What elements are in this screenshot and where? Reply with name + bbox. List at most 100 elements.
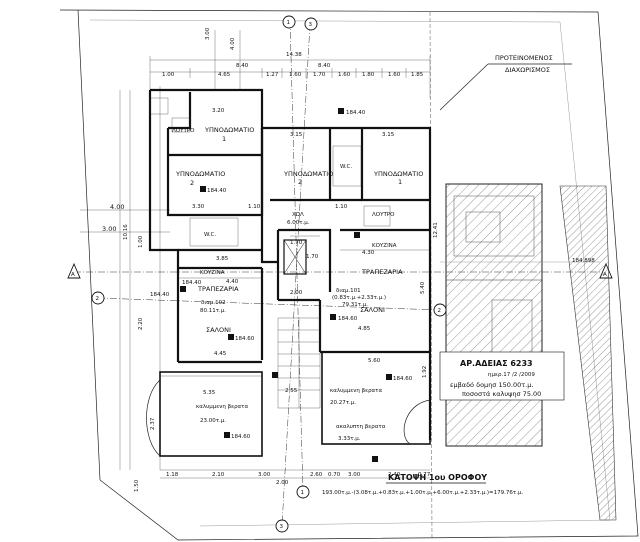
svg-text:ΥΠΝΟΔΩΜΑΤΙΟ: ΥΠΝΟΔΩΜΑΤΙΟ [175,170,225,178]
svg-text:W.C.: W.C. [204,232,216,238]
svg-text:ακαλυπτη βερατα: ακαλυπτη βερατα [336,424,386,430]
left-dimensions [80,86,170,470]
svg-text:4.40: 4.40 [226,279,239,285]
svg-text:184.40: 184.40 [207,188,227,194]
dim-840-b: 8.40 [318,63,331,69]
interior-dimensions: 3.20 3.15 3.15 3.30 4.30 3.85 4.40 4.45 … [192,108,426,396]
plot-boundary [59,9,639,541]
partition-leader [439,63,489,111]
axis-marker-3-top: 3 [304,17,318,31]
axis-line-1 [289,19,304,493]
dim-400-left: 4.00 [110,203,124,211]
interior-lines [149,97,430,479]
svg-text:1: 1 [222,135,226,143]
svg-text:2: 2 [96,296,100,302]
svg-text:3: 3 [309,22,313,28]
level-ext: 184.898 [572,258,595,264]
svg-text:διαμ.101: διαμ.101 [336,288,361,294]
svg-text:1.50: 1.50 [134,479,140,492]
axis-marker-2-left: 2 [91,291,105,305]
svg-text:3.00: 3.00 [258,472,271,478]
svg-text:2.00: 2.00 [276,480,289,486]
room-labels: ΛΟΥΤΡΟ ΥΠΝΟΔΩΜΑΤΙΟ 1 ΥΠΝΟΔΩΜΑΤΙΟ 2 ΥΠΝΟΔ… [172,126,423,442]
svg-text:Α: Α [71,272,75,278]
axis-line-2 [97,297,441,311]
svg-text:ΥΠΝΟΔΩΜΑΤΙΟ: ΥΠΝΟΔΩΜΑΤΙΟ [373,170,423,178]
area-formula: 193.00τ.μ.-(3.08τ.μ.+0.83τ.μ.+1.00τ.μ.+6… [322,490,523,496]
svg-text:1: 1 [301,490,305,496]
stair-core [283,239,307,275]
dim-400-top: 4.00 [230,37,236,50]
svg-text:2.55: 2.55 [285,388,298,394]
svg-text:184.40: 184.40 [182,280,202,286]
svg-text:1.60: 1.60 [388,72,401,78]
axis-marker-1-top: 1 [282,15,296,29]
svg-text:184.60: 184.60 [338,316,358,322]
svg-text:79.31τ.μ.: 79.31τ.μ. [342,302,368,308]
level-marks: 184.40 184.40 184.40 184.40 184.60 184.6… [150,108,413,462]
svg-text:ποσοστά καλυψησ 75.00: ποσοστά καλυψησ 75.00 [462,390,541,398]
axis-marker-a-left: Α [67,262,81,279]
svg-text:ημερ.17 /2 /2009: ημερ.17 /2 /2009 [488,372,535,378]
svg-text:3.33τ.μ.: 3.33τ.μ. [338,436,361,442]
svg-text:2.00: 2.00 [290,290,303,296]
svg-text:ΤΡΑΠΕΖΑΡΙΑ: ΤΡΑΠΕΖΑΡΙΑ [197,285,239,293]
permit-box: ΑΡ.ΑΔΕΙΑΣ 6233 ημερ.17 /2 /2009 εμβαδό δ… [439,351,565,401]
svg-text:ΣΑΛΟΝΙ: ΣΑΛΟΝΙ [360,306,385,314]
svg-text:3.15: 3.15 [290,132,303,138]
svg-text:1.85: 1.85 [411,72,424,78]
svg-text:2: 2 [438,308,442,314]
svg-text:4.65: 4.65 [218,72,231,78]
svg-text:ΛΟΥΤΡΟ: ΛΟΥΤΡΟ [372,212,395,218]
svg-text:1.70: 1.70 [313,72,326,78]
svg-text:3.20: 3.20 [212,108,225,114]
svg-text:1.00: 1.00 [162,72,175,78]
svg-text:1.60: 1.60 [289,72,302,78]
svg-text:1.80: 1.80 [362,72,375,78]
svg-text:3.00: 3.00 [348,472,361,478]
svg-text:4.30: 4.30 [362,250,375,256]
svg-text:23.00τ.μ.: 23.00τ.μ. [200,418,226,424]
svg-text:6.00τ.μ.: 6.00τ.μ. [287,220,310,226]
svg-text:184.60: 184.60 [393,376,413,382]
svg-text:ΛΟΥΤΡΟ: ΛΟΥΤΡΟ [172,128,195,134]
neighbor-building [445,183,543,447]
svg-text:5.40: 5.40 [420,281,426,294]
axis-marker-3-bottom: 3 [275,519,289,533]
svg-text:ΤΡΑΠΕΖΑΡΙΑ: ΤΡΑΠΕΖΑΡΙΑ [361,268,403,276]
dim-300-top: 3.00 [205,27,211,40]
proposed-partition-label-1: ΠΡΟΤΕΙΝΟΜΕΝΟΣ [495,54,553,62]
dim-1438: 14.38 [286,52,302,58]
svg-text:1.00: 1.00 [138,235,144,248]
svg-text:καλυμμενη βερατα: καλυμμενη βερατα [330,388,382,394]
top-dim-labels: 1.00 4.65 1.27 1.60 1.70 1.60 1.80 1.60 … [162,72,424,78]
svg-text:ΣΑΛΟΝΙ: ΣΑΛΟΝΙ [206,326,231,334]
svg-text:3.30: 3.30 [192,204,205,210]
svg-text:1.70: 1.70 [306,254,319,260]
svg-text:2: 2 [298,178,302,186]
svg-text:1.10: 1.10 [335,204,348,210]
svg-text:0.77: 0.77 [418,472,431,478]
dim-300-left: 3.00 [102,225,116,233]
svg-text:1.60: 1.60 [338,72,351,78]
svg-text:2.10: 2.10 [212,472,225,478]
svg-text:3.15: 3.15 [382,132,395,138]
svg-text:(0.83τ.μ.+2.33τ.μ.): (0.83τ.μ.+2.33τ.μ.) [332,295,386,301]
svg-text:184.60: 184.60 [231,434,251,440]
svg-text:ΥΠΝΟΔΩΜΑΤΙΟ: ΥΠΝΟΔΩΜΑΤΙΟ [283,170,333,178]
svg-text:καλυμμενη βερατα: καλυμμενη βερατα [196,404,248,410]
svg-text:5.60: 5.60 [368,358,381,364]
svg-text:ΥΠΝΟΔΩΜΑΤΙΟ: ΥΠΝΟΔΩΜΑΤΙΟ [204,126,254,134]
veranda-left [146,371,263,457]
dim-1241: 12.41 [433,222,439,238]
svg-text:1.92: 1.92 [422,366,428,378]
plan-title: ΚΑΤΟΨΗ 1ου ΟΡΟΦΟΥ [388,473,487,482]
svg-text:2: 2 [190,179,194,187]
svg-text:1.18: 1.18 [166,472,179,478]
svg-text:2.40: 2.40 [388,472,401,478]
axis-marker-1-bottom: 1 [296,485,310,499]
svg-text:1.70: 1.70 [290,240,303,246]
axis-marker-2-right: 2 [433,303,447,317]
dim-1016: 10.16 [123,224,129,240]
